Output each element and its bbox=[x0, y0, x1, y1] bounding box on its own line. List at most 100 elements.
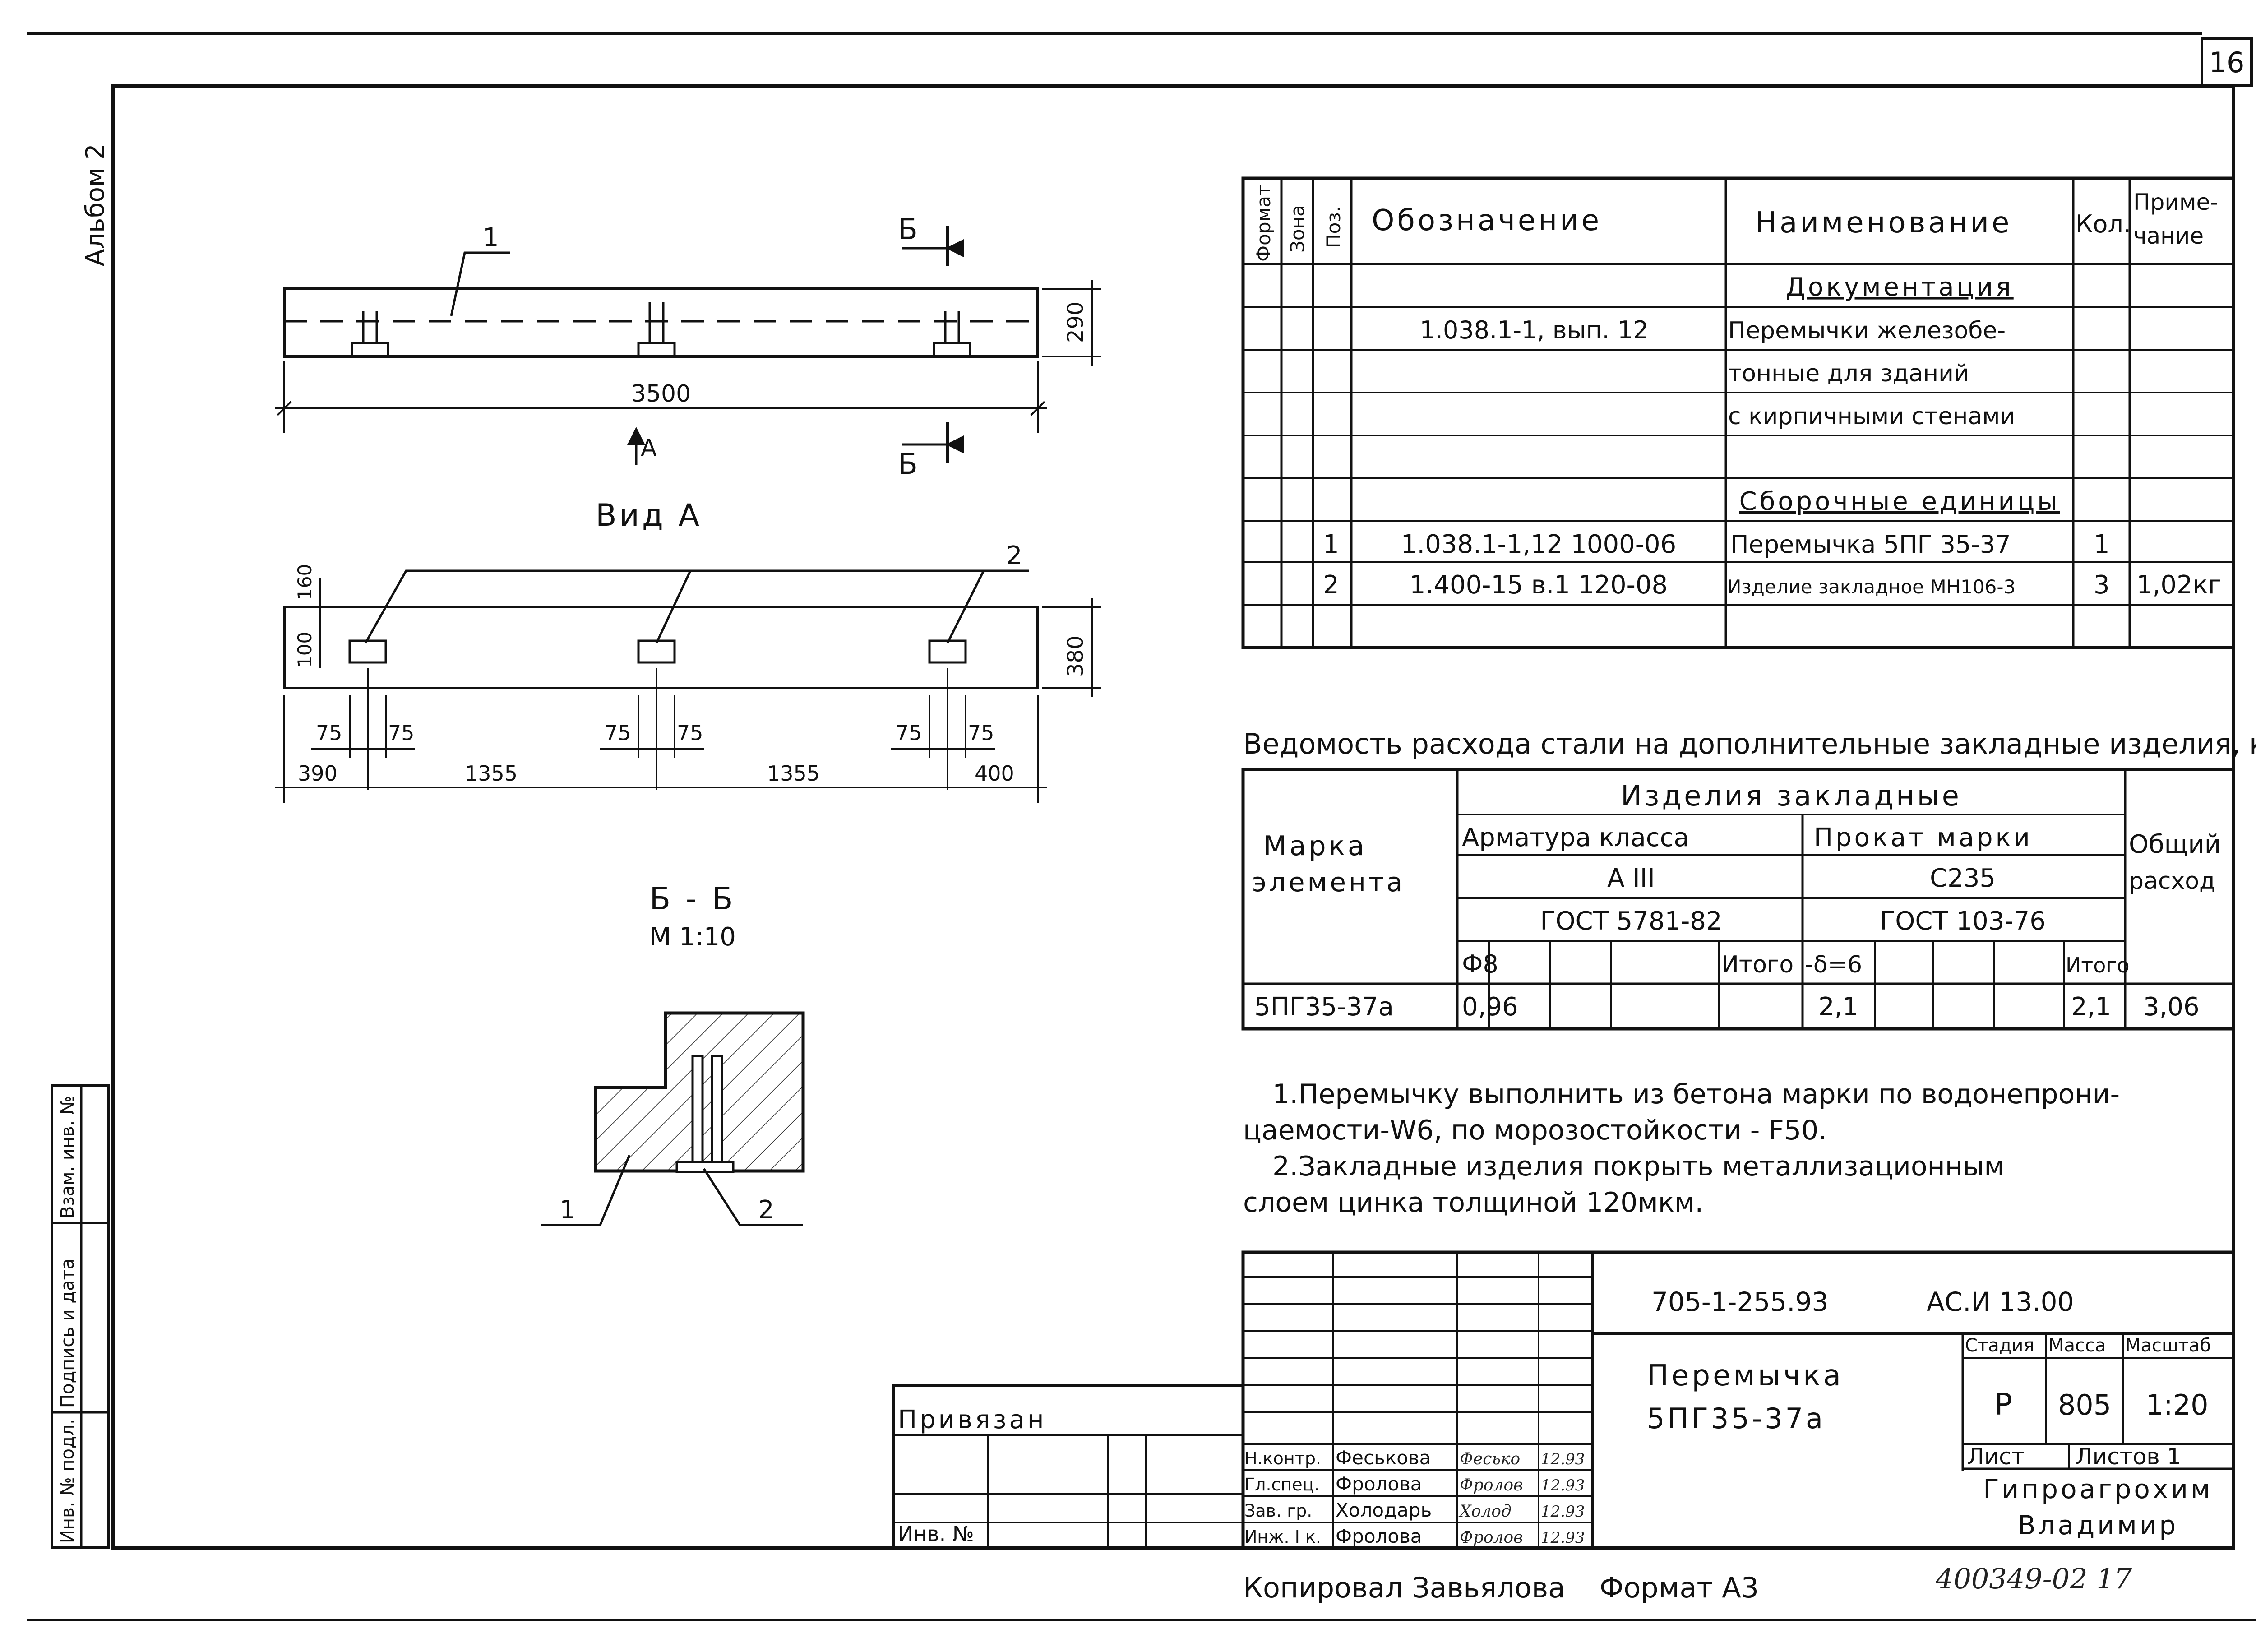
steel-rebar-gost: ГОСТ 5781-82 bbox=[1540, 907, 1722, 936]
lintel-view-a: 2 160 100 380 75 75 75 75 75 75 bbox=[275, 541, 1101, 803]
pos2-label: 2 bbox=[1006, 541, 1022, 570]
tb-org-2: Владимир bbox=[2018, 1510, 2178, 1541]
tb-date-4: 12.93 bbox=[1541, 1529, 1585, 1547]
tb-name-3: Холодарь bbox=[1336, 1499, 1432, 1521]
tb-sheets-h: Листов 1 bbox=[2076, 1444, 2181, 1470]
steel-total-h1: Общий bbox=[2129, 830, 2221, 859]
view-a-title: Вид А bbox=[596, 498, 702, 533]
dim-height-a: 380 bbox=[1063, 635, 1088, 677]
steel-table bbox=[1241, 768, 2235, 1031]
steel-sub-delta: -δ=6 bbox=[1805, 951, 1862, 978]
dim-75d: 75 bbox=[677, 721, 703, 745]
tb-set: АС.И 13.00 bbox=[1927, 1286, 2074, 1317]
inv-no-label: Инв. № подл. bbox=[57, 1419, 78, 1543]
spec-row1-designation: 1.038.1-1,12 1000-06 bbox=[1401, 530, 1676, 559]
note-line-4: слоем цинка толщиной 120мкм. bbox=[1243, 1187, 1703, 1218]
dim-400: 400 bbox=[975, 761, 1014, 786]
note-line-2: цаемости-W6, по морозостойкости - F50. bbox=[1243, 1115, 1827, 1146]
steel-rebar-class: Арматура класса bbox=[1462, 823, 1689, 852]
tb-sign-1: Фесько bbox=[1460, 1450, 1520, 1468]
spec-h-note2: чание bbox=[2133, 223, 2204, 249]
dim-height-top: 290 bbox=[1063, 301, 1088, 343]
tb-mass-h: Масса bbox=[2048, 1335, 2106, 1356]
tb-sign-3: Холод bbox=[1458, 1502, 1512, 1521]
spec-table bbox=[1241, 176, 2235, 649]
sheet-number: 16 bbox=[2209, 46, 2245, 79]
lintel-front-view: 1 Б Б А 3500 290 bbox=[275, 213, 1101, 481]
steel-rolled-gost: ГОСТ 103-76 bbox=[1880, 907, 2046, 936]
tb-title-2: 5ПГ35-37а bbox=[1647, 1402, 1826, 1435]
pos1-label: 1 bbox=[483, 223, 499, 252]
spec-h-name: Наименование bbox=[1755, 206, 2012, 240]
spec-row2-qty: 3 bbox=[2094, 570, 2110, 600]
tb-sign-2: Фролов bbox=[1460, 1476, 1523, 1495]
side-stamp: Инв. № подл. Подпись и дата Взам. инв. № bbox=[51, 1084, 110, 1549]
spec-h-pos: Поз. bbox=[1322, 206, 1345, 248]
format-label: Формат А3 bbox=[1600, 1571, 1759, 1604]
tb-sign-4: Фролов bbox=[1460, 1528, 1523, 1547]
steel-row-delta: 2,1 bbox=[1818, 992, 1858, 1022]
spec-doc-name-1: Перемычки железобе- bbox=[1728, 317, 2006, 344]
dim-75f: 75 bbox=[968, 721, 994, 745]
title-block bbox=[892, 1250, 2235, 1550]
dim-length: 3500 bbox=[631, 380, 691, 407]
steel-row-mark: 5ПГ35-37а bbox=[1254, 992, 1394, 1022]
tb-stage: Р bbox=[1994, 1387, 2012, 1422]
steel-mark-h1: Марка bbox=[1263, 830, 1367, 862]
dim-75b: 75 bbox=[388, 721, 415, 745]
tb-name-4: Фролова bbox=[1336, 1525, 1422, 1547]
section-mark-top: Б bbox=[898, 213, 918, 246]
tb-role-4: Инж. I к. bbox=[1244, 1527, 1321, 1547]
section-scale: М 1:10 bbox=[649, 922, 736, 952]
steel-rebar-grade: А III bbox=[1607, 864, 1655, 893]
tb-code: 705-1-255.93 bbox=[1651, 1286, 1828, 1317]
spec-h-format: Формат bbox=[1253, 185, 1275, 262]
steel-title: Ведомость расхода стали на дополнительны… bbox=[1243, 727, 2256, 760]
steel-sub-total2: Итого bbox=[2066, 953, 2130, 977]
dim-1355b: 1355 bbox=[767, 761, 820, 786]
dim-75e: 75 bbox=[896, 721, 922, 745]
spec-row1-name: Перемычка 5ПГ 35-37 bbox=[1730, 530, 2011, 559]
tb-title-1: Перемычка bbox=[1647, 1359, 1844, 1393]
spec-doc-name-2: тонные для зданий bbox=[1728, 360, 1969, 387]
steel-mark-h2: элемента bbox=[1252, 867, 1405, 898]
tb-stage-h: Стадия bbox=[1965, 1335, 2034, 1356]
spec-row2-note: 1,02кг bbox=[2136, 570, 2221, 600]
dim-390: 390 bbox=[298, 761, 337, 786]
tb-org-1: Гипроагрохим bbox=[1983, 1474, 2213, 1504]
spec-row1-qty: 1 bbox=[2094, 530, 2110, 559]
dim-75c: 75 bbox=[605, 721, 631, 745]
steel-rolled-mark: Прокат марки bbox=[1814, 823, 2033, 852]
spec-section-docs: Документация bbox=[1785, 273, 2013, 302]
sign-date-label: Подпись и дата bbox=[57, 1259, 78, 1408]
dim-1355a: 1355 bbox=[465, 761, 518, 786]
section-b-b: 1 2 bbox=[541, 1011, 805, 1226]
sheet-frame bbox=[111, 84, 2235, 1550]
spec-section-assembly: Сборочные единицы bbox=[1739, 487, 2060, 516]
steel-row-total2: 2,1 bbox=[2071, 992, 2111, 1022]
steel-row-phi8: 0,96 bbox=[1462, 992, 1518, 1022]
tb-date-3: 12.93 bbox=[1541, 1503, 1585, 1521]
spec-h-note1: Приме- bbox=[2133, 189, 2218, 215]
album-label: Альбом 2 bbox=[81, 143, 110, 266]
tb-role-3: Зав. гр. bbox=[1244, 1501, 1312, 1521]
spec-row2-designation: 1.400-15 в.1 120-08 bbox=[1410, 570, 1668, 600]
spec-doc-name-3: с кирпичными стенами bbox=[1728, 403, 2015, 430]
copied-by: Копировал Завьялова bbox=[1243, 1571, 1565, 1604]
dim-100: 100 bbox=[294, 632, 316, 668]
tb-date-2: 12.93 bbox=[1541, 1476, 1585, 1495]
steel-group: Изделия закладные bbox=[1621, 779, 1962, 812]
spec-h-qty: Кол. bbox=[2076, 210, 2131, 238]
tb-scale: 1:20 bbox=[2145, 1388, 2208, 1421]
tb-inv: Инв. № bbox=[898, 1522, 974, 1546]
section-pos2-label: 2 bbox=[758, 1195, 774, 1225]
dim-160: 160 bbox=[294, 564, 316, 600]
section-mark-bottom: Б bbox=[898, 448, 918, 481]
tb-mass: 805 bbox=[2058, 1388, 2111, 1421]
tb-bound: Привязан bbox=[898, 1405, 1046, 1435]
spec-row2-pos: 2 bbox=[1323, 570, 1339, 600]
section-title: Б - Б bbox=[649, 881, 735, 917]
tb-role-1: Н.контр. bbox=[1244, 1448, 1321, 1468]
view-arrow-a: А bbox=[641, 435, 657, 462]
dim-75a: 75 bbox=[316, 721, 342, 745]
